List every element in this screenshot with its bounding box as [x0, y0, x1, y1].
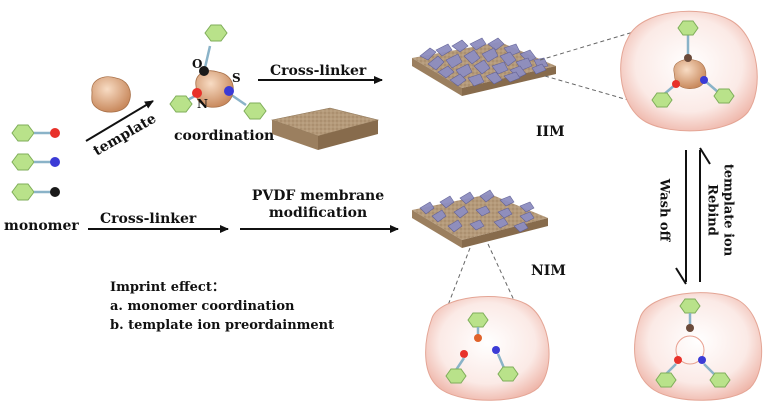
wash-off-arrow-head	[675, 267, 687, 285]
wash-off-label: Wash off	[656, 178, 672, 242]
atom-n-label: N	[197, 97, 208, 111]
iim-zoom-line-upper	[539, 29, 641, 61]
empty-site-bubble	[634, 292, 763, 401]
cross-linker-top-label: Cross-linker	[270, 63, 367, 79]
template-arrow	[85, 100, 154, 142]
imprint-title: Imprint effect：	[110, 280, 225, 295]
atom-s-label: S	[232, 71, 241, 85]
imprint-item-a: a. monomer coordination	[110, 299, 295, 314]
iim-detail-bubble	[620, 10, 758, 132]
iim-membrane	[412, 37, 556, 96]
imprint-item-b: b. template ion preordainment	[110, 318, 335, 333]
pvdf-label-line1: PVDF membrane	[251, 188, 385, 204]
atom-o-label: O	[192, 57, 203, 71]
coordination-complex	[169, 24, 267, 120]
nim-label: NIM	[531, 263, 566, 279]
iim-label: IIM	[536, 124, 565, 140]
pvdf-membrane-tile	[270, 107, 380, 150]
rebind-label-line1: Rebind	[704, 184, 720, 236]
monomer-blue	[11, 153, 60, 171]
nim-membrane	[412, 189, 548, 248]
template-ion	[91, 76, 131, 113]
monomer-red	[11, 124, 60, 142]
monomer-label: monomer	[4, 218, 79, 234]
rebind-arrow-head	[699, 147, 711, 165]
monomer-black	[11, 183, 60, 201]
pvdf-label-line2: modification	[268, 205, 368, 221]
cross-linker-bottom-label: Cross-linker	[100, 211, 197, 227]
coordination-label: coordination	[174, 128, 275, 144]
rebind-label-line2: template ion	[720, 163, 736, 257]
iim-zoom-line-lower	[544, 75, 643, 105]
nim-detail-bubble	[425, 295, 550, 401]
